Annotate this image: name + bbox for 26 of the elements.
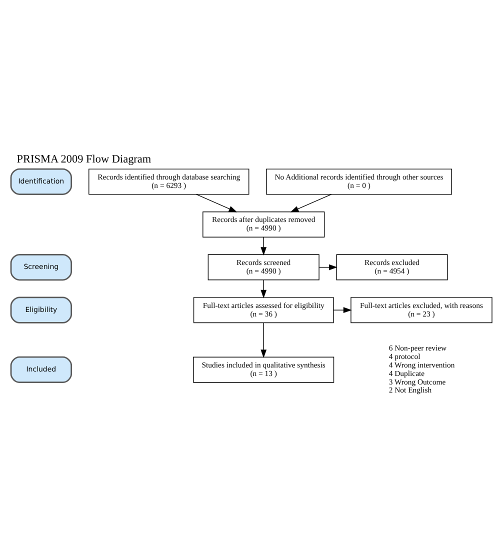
diagram-title: PRISMA 2009 Flow Diagram bbox=[16, 154, 152, 166]
node-label: 2 Not English bbox=[388, 386, 432, 395]
arrow bbox=[260, 280, 267, 298]
node-label: 4 protocol bbox=[388, 352, 420, 362]
node-box: Records after duplicates removed (n = 4990 ) bbox=[202, 212, 325, 238]
node-box: Records excluded (n = 4954 ) bbox=[336, 254, 448, 280]
node-box: Records screened (n = 4990 ) bbox=[208, 254, 320, 280]
node-box: No Additional records identified through other sources (n = 0 ) bbox=[266, 168, 452, 195]
node-box: Records identified through database searching (n = 6293 ) bbox=[88, 168, 250, 195]
arrow bbox=[333, 307, 352, 314]
node-box: Identification bbox=[10, 168, 72, 196]
arrow bbox=[260, 236, 267, 256]
node-box: Eligibility bbox=[10, 296, 72, 324]
node-label: 4 Wrong intervention bbox=[388, 360, 455, 370]
arrow bbox=[260, 322, 267, 358]
arrow bbox=[290, 194, 332, 212]
node-label: 6 Non-peer review bbox=[388, 344, 447, 353]
arrow bbox=[196, 194, 238, 212]
node-box: Studies included in qualitative synthesis (n = 13 ) bbox=[193, 356, 334, 383]
node-box: Full-text articles assessed for eligibility (n = 36 ) bbox=[193, 297, 334, 324]
node-label: 4 Duplicate bbox=[388, 368, 425, 378]
node-box: Included bbox=[10, 356, 72, 384]
arrow bbox=[318, 264, 338, 270]
node-box: Screening bbox=[10, 254, 72, 281]
node-box: Full-text articles excluded, with reasons (n = 23 ) bbox=[350, 297, 492, 324]
node-label: 3 Wrong Outcome bbox=[388, 377, 446, 386]
